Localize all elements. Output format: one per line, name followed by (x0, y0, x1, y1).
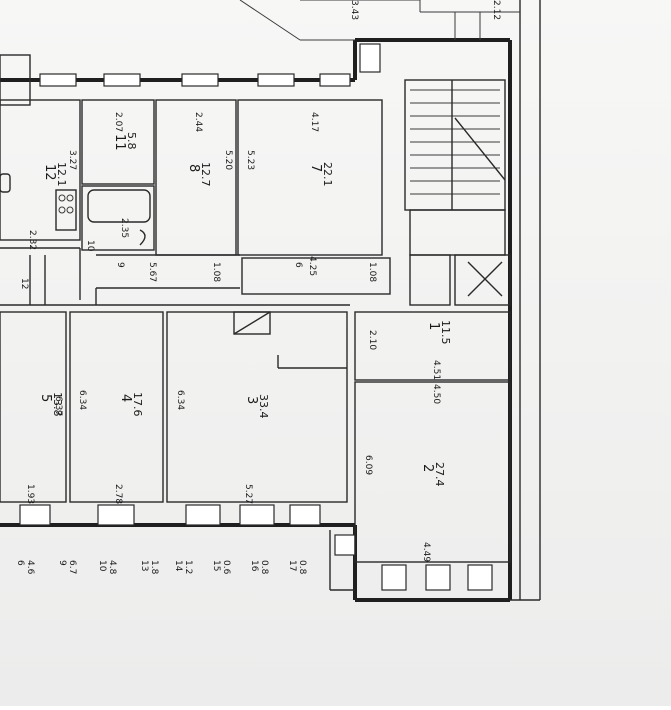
legend-num: 15 (211, 560, 221, 571)
legend-num: 10 (97, 560, 107, 572)
dim-4-17: 4.17 (309, 112, 319, 132)
dim-2-12: 2.12 (491, 0, 501, 20)
dim-2-44: 2.44 (193, 112, 203, 132)
legend-num: 14 (173, 560, 183, 572)
windows-top (39, 43, 381, 87)
dim-6-09: 6.09 (363, 455, 373, 475)
legend-area: 1.8 (149, 560, 159, 575)
dim-5-20: 5.20 (223, 150, 233, 170)
legend-num: 17 (287, 560, 297, 571)
room-area-8: 12.7 (199, 162, 212, 187)
legend-num: 13 (139, 560, 149, 571)
dim-4-51: 4.51 (431, 360, 441, 380)
room-label-7: 7 (308, 164, 323, 172)
area-legend: 6 4.6 9 6.7 10 4.8 13 1.8 14 1.2 15 0.6 … (15, 560, 307, 575)
windows-bottom (19, 504, 493, 591)
dim-12: 12 (19, 278, 29, 289)
dim-2-78: 2.78 (113, 484, 123, 504)
legend-area: 4.8 (107, 560, 117, 575)
room-area-7: 22.1 (321, 162, 334, 187)
dim-2-07: 2.07 (113, 112, 123, 132)
room-area-2: 27.4 (433, 462, 446, 487)
legend-num: 16 (249, 560, 259, 572)
dim-6-34-a: 6.34 (175, 390, 185, 410)
legend-area: 1.2 (183, 560, 193, 574)
room-label-9: 9 (115, 262, 125, 268)
room-area-6: 4.25 (307, 256, 317, 276)
room-labels: 1 11.5 2 27.4 3 33.4 4 17.6 5 13.8 6 4.2… (38, 132, 452, 487)
dim-1-08-b: 1.08 (367, 262, 377, 282)
room-label-4: 4 (118, 394, 133, 402)
dim-6-34-b: 6.34 (77, 390, 87, 410)
room-label-3: 3 (244, 396, 259, 404)
room-label-8: 8 (186, 164, 201, 172)
room-label-10: 10 (85, 240, 95, 252)
legend-num: 9 (57, 560, 67, 566)
room-label-2: 2 (420, 464, 435, 472)
room-label-11: 11 (112, 134, 127, 151)
legend-num: 6 (15, 560, 25, 566)
legend-area: 0.6 (221, 560, 231, 575)
dim-1-08-a: 1.08 (211, 262, 221, 282)
legend-area: 0.8 (297, 560, 307, 575)
room-label-5: 5 (38, 394, 53, 402)
dimension-labels: 4.17 5.23 2.44 5.20 2.07 3.27 2.32 1.08 … (19, 0, 501, 562)
dim-3-43: 3.43 (349, 0, 359, 20)
dim-3-27: 3.27 (67, 150, 77, 170)
room-area-1: 11.5 (439, 320, 452, 345)
room-area-3: 33.4 (257, 394, 270, 419)
legend-area: 0.8 (259, 560, 269, 575)
room-label-1: 1 (426, 322, 441, 330)
room-area-10: 2.35 (119, 218, 129, 238)
legend-area: 6.7 (67, 560, 77, 574)
dim-1-93: 1.93 (25, 484, 35, 504)
dim-4-50: 4.50 (431, 384, 441, 404)
room-area-9: 5.67 (147, 262, 157, 282)
room-label-6: 6 (293, 262, 303, 268)
room-label-12: 12 (42, 164, 57, 181)
dim-2-32: 2.32 (27, 230, 37, 250)
interior-walls (0, 54, 511, 563)
dim-2-10: 2.10 (367, 330, 377, 350)
staircase (404, 79, 506, 256)
room-area-4: 17.6 (131, 392, 144, 417)
dim-5-23: 5.23 (245, 150, 255, 170)
dim-4-49: 4.49 (421, 542, 431, 562)
room-area-11: 5.8 (125, 132, 138, 150)
dim-6-37: 6.37 (53, 396, 63, 416)
legend-area: 4.6 (25, 560, 35, 575)
fixtures (0, 173, 151, 246)
room-area-12: 12.1 (55, 162, 68, 187)
room-area-5: 13.8 (51, 392, 64, 417)
dim-5-27: 5.27 (243, 484, 253, 504)
